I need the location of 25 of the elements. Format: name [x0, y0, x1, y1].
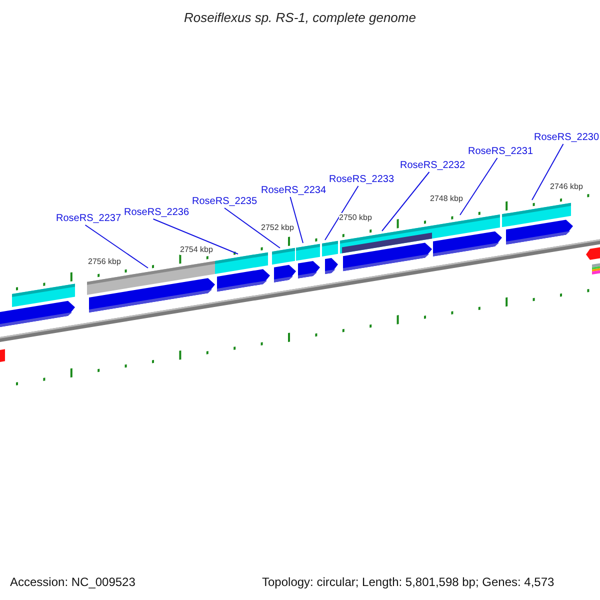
leader-line — [382, 172, 430, 232]
gene-label: RoseRS_2237 — [56, 213, 122, 225]
gene-label: RoseRS_2236 — [124, 207, 190, 219]
gene-label: RoseRS_2231 — [468, 146, 534, 158]
scale-label: 2754 kbp — [180, 245, 213, 255]
footer-text: Topology: circular; Length: 5,801,598 bp; Genes: 4,573 — [262, 575, 554, 589]
leader-line — [152, 218, 238, 254]
scale-label: 2752 kbp — [261, 223, 294, 233]
leader-line — [290, 196, 304, 244]
gene-label: RoseRS_2230 — [534, 132, 600, 144]
scale-label: 2748 kbp — [430, 194, 463, 204]
leader-line — [532, 144, 564, 200]
diagram-title: Roseiflexus sp. RS-1, complete genome — [183, 10, 417, 25]
gene-label: RoseRS_2235 — [192, 196, 258, 208]
gene-label: RoseRS_2234 — [261, 185, 326, 197]
leader-line — [324, 186, 359, 240]
leader-line — [84, 224, 148, 268]
gene-label: RoseRS_2233 — [329, 174, 394, 186]
scale-label: 2756 kbp — [88, 257, 121, 267]
leader-line — [460, 158, 498, 216]
leader-line — [224, 208, 280, 248]
gene-label: RoseRS_2232 — [400, 160, 466, 172]
footer-text: Accession: NC_009523 — [10, 575, 136, 589]
scale-label: 2750 kbp — [339, 213, 372, 223]
scale-label: 2746 kbp — [550, 182, 583, 192]
